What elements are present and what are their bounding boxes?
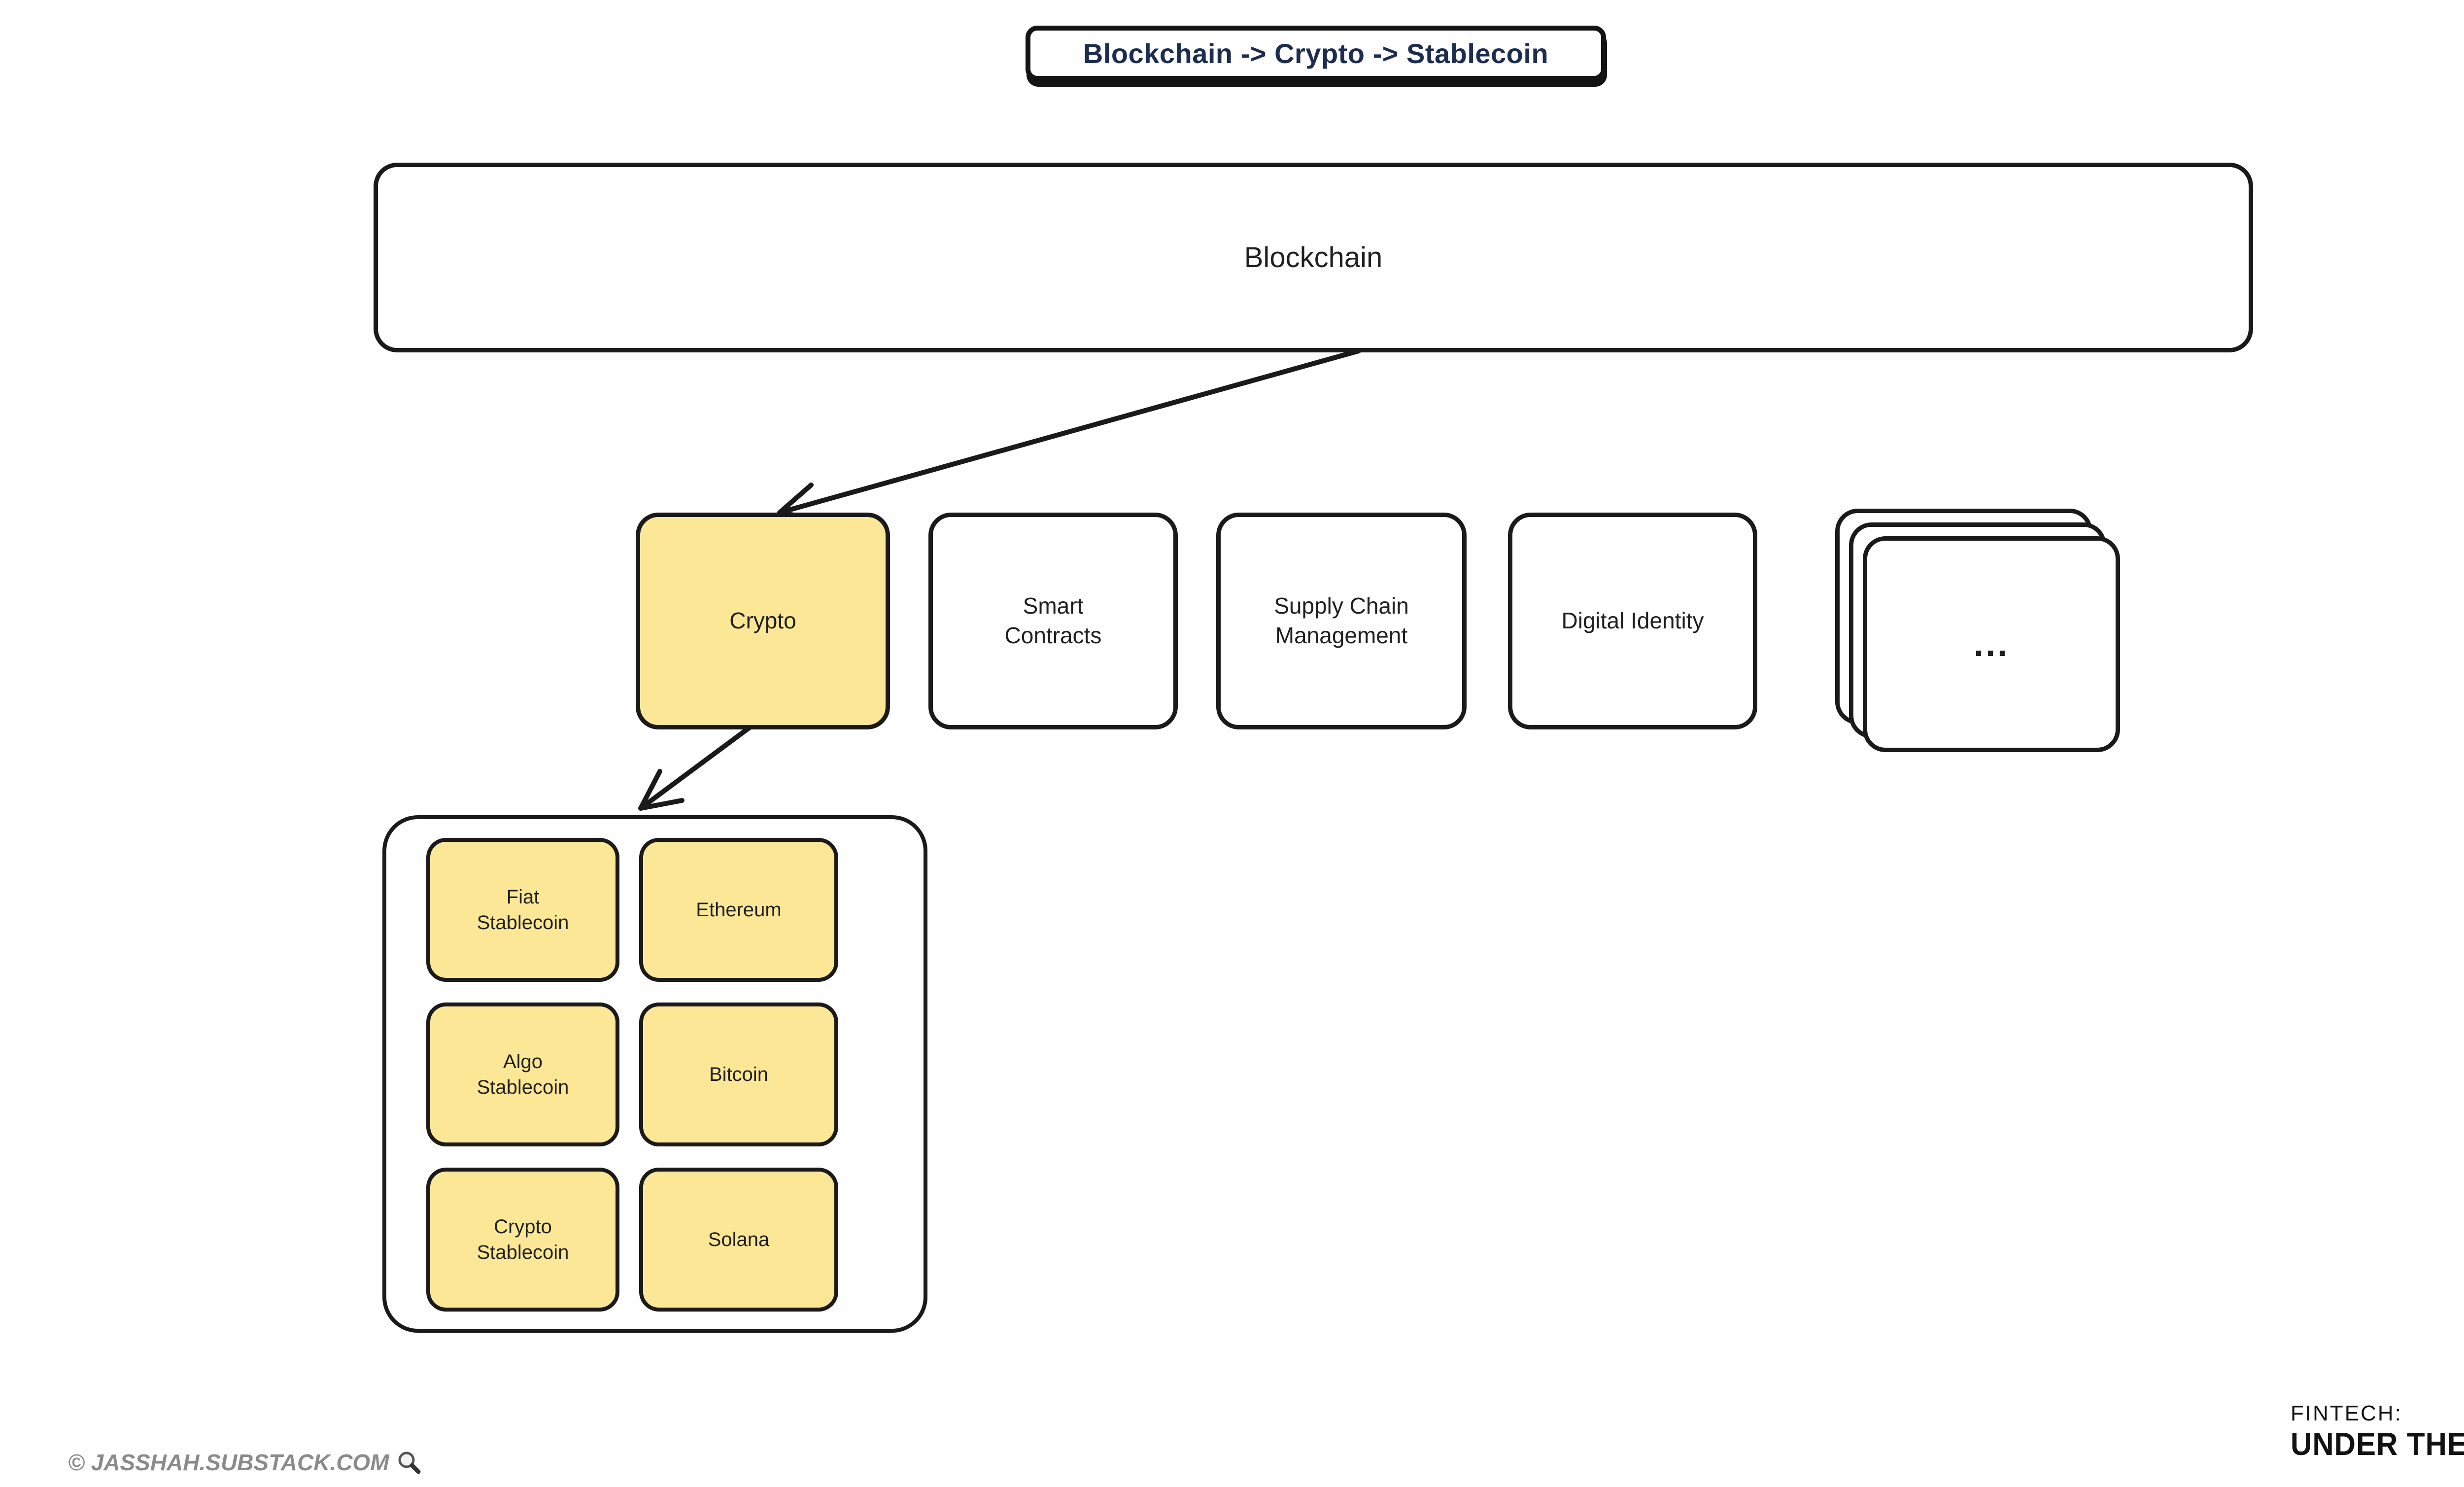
node-supply-chain-management-label: Supply Chain Management [1274, 593, 1409, 648]
chip-fiat-stablecoin-label: Fiat Stablecoin [477, 886, 569, 934]
node-crypto-label: Crypto [729, 608, 796, 634]
chip-ethereum: Ethereum [639, 838, 838, 982]
chip-algo-stablecoin: Algo Stablecoin [426, 1003, 619, 1146]
node-supply-chain-management: Supply Chain Management [1216, 513, 1467, 729]
node-blockchain: Blockchain [374, 163, 2253, 352]
node-more-stack: ... [1863, 536, 2120, 752]
chip-crypto-stablecoin-label: Crypto Stablecoin [477, 1216, 569, 1263]
node-crypto: Crypto [636, 513, 890, 729]
brand-logo: FINTECH: UNDER THE HOOD [2291, 1401, 2464, 1462]
node-smart-contracts-label: Smart Contracts [1004, 593, 1102, 648]
brand-line1: FINTECH: [2291, 1401, 2402, 1425]
chip-bitcoin: Bitcoin [639, 1003, 838, 1146]
node-blockchain-label: Blockchain [1244, 242, 1383, 274]
arrow-blockchain-to-crypto [777, 348, 1361, 522]
credit-text: © JASSHAH.SUBSTACK.COM [68, 1450, 389, 1475]
node-digital-identity: Digital Identity [1508, 513, 1757, 729]
chip-solana: Solana [639, 1168, 838, 1312]
title-badge: Blockchain -> Crypto -> Stablecoin [1026, 26, 1606, 81]
credit-line: © JASSHAH.SUBSTACK.COM [68, 1449, 422, 1476]
node-digital-identity-label: Digital Identity [1561, 608, 1704, 634]
page-title: Blockchain -> Crypto -> Stablecoin [1083, 37, 1549, 69]
brand-line2: UNDER THE HOOD [2291, 1426, 2464, 1462]
arrow-crypto-to-stablecoin-group [638, 718, 761, 811]
node-more-label: ... [1973, 624, 2009, 664]
chip-algo-stablecoin-label: Algo Stablecoin [477, 1051, 569, 1098]
chip-crypto-stablecoin: Crypto Stablecoin [426, 1168, 619, 1312]
chip-fiat-stablecoin: Fiat Stablecoin [426, 838, 619, 982]
stablecoin-group-box: Fiat Stablecoin Ethereum Algo Stablecoin… [382, 815, 927, 1333]
node-smart-contracts: Smart Contracts [928, 513, 1178, 729]
chip-bitcoin-label: Bitcoin [709, 1064, 769, 1085]
chip-solana-label: Solana [708, 1229, 770, 1250]
magnifier-icon [398, 1452, 421, 1474]
chip-ethereum-label: Ethereum [696, 899, 782, 921]
